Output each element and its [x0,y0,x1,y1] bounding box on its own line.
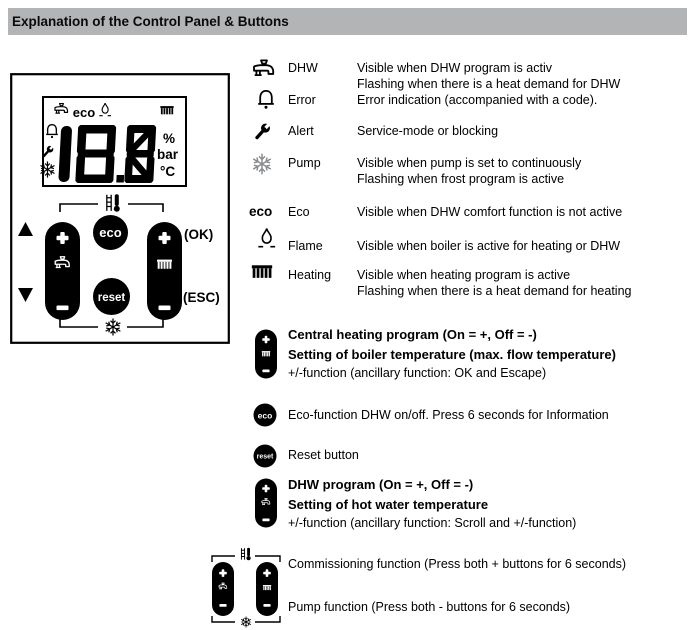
pump-bracket [211,616,281,623]
legend-desc-heating: Visible when heating program is active F… [357,268,632,298]
heating-pill-button [255,329,277,379]
legend-desc-flame: Visible when boiler is active for heatin… [357,239,621,253]
dhw-plus-button [56,232,69,244]
legend-label-error: Error [288,93,316,107]
dhw-button-pill [45,222,80,320]
heating-pill-explanation: Central heating program (On = +, Off = -… [288,327,616,380]
commissioning-explanation: Commissioning function (Press both + but… [288,557,627,571]
digit-8-all-segments [124,125,157,183]
legend-desc-pump: Visible when pump is set to continuously… [357,156,582,186]
digit-8 [75,125,117,183]
heating-button-pill [147,222,182,320]
legend-label-flame: Flame [288,239,323,253]
ok-label: (OK) [184,227,213,242]
reset-button-explanation: Reset button [288,448,359,462]
svg-text:eco: eco [258,410,273,420]
lcd-heating-radiator-icon [160,106,174,115]
heating-radiator-icon [262,585,272,591]
legend-label-eco: Eco [288,205,310,219]
commissioning-bracket [59,203,164,212]
legend-label-alert: Alert [288,124,314,138]
dhw-minus-button [56,305,69,311]
percent-unit: % [163,131,175,146]
decimal-point [116,175,125,183]
heating-plus-button [158,232,171,244]
lcd-value [58,125,157,183]
celsius-unit: °C [160,164,175,179]
heating-radiator-icon [157,259,172,269]
dhw-pill-button [255,478,277,528]
thermometer-ladder-icon [240,547,252,561]
svg-text:eco: eco [99,225,121,240]
up-arrow-icon [18,222,33,236]
both-buttons-figure [211,547,281,628]
pump-snowflake-icon [239,616,253,628]
legend-label-heating: Heating [288,268,332,282]
heating-button-pill [256,562,278,616]
dhw-tap-icon [251,58,277,84]
lcd-display: eco [38,96,187,187]
eco-button: eco [253,403,277,427]
legend-desc-eco: Visible when DHW comfort function is not… [357,205,623,219]
legend-label-pump: Pump [288,156,321,170]
eco-button: eco [93,215,128,250]
pump-snowflake-icon [250,152,274,176]
control-panel-figure: eco [10,73,230,344]
alert-wrench-icon [251,121,273,143]
bar-unit: bar [157,147,179,162]
lcd-eco-indicator: eco [73,105,95,120]
commissioning-bracket [211,555,281,562]
svg-text:reset: reset [257,454,274,461]
legend-desc-dhw: Visible when DHW program is activ Flashi… [357,61,621,91]
heating-radiator-icon [261,351,271,357]
esc-label: (ESC) [183,290,220,305]
eco-button-explanation: Eco-function DHW on/off. Press 6 seconds… [288,408,609,422]
reset-button: reset [93,278,130,315]
heating-radiator-icon [249,259,275,285]
eco-text-icon: eco [249,204,273,219]
error-bell-icon [254,88,278,112]
dhw-pill-explanation: DHW program (On = +, Off = -) Setting of… [288,477,577,530]
reset-button: reset [253,444,277,468]
legend-label-dhw: DHW [288,61,318,75]
svg-text:reset: reset [98,292,126,304]
down-arrow-icon [18,288,33,302]
legend-desc-error: Error indication (accompanied with a cod… [357,93,598,107]
heating-minus-button [158,305,171,311]
pump-bracket [59,318,164,328]
dhw-button-pill [212,562,234,616]
legend-desc-alert: Service-mode or blocking [357,124,499,138]
pump-function-explanation: Pump function (Press both - buttons for … [288,600,571,614]
flame-icon [255,227,278,250]
section-header: Explanation of the Control Panel & Butto… [8,8,687,35]
page-title: Explanation of the Control Panel & Butto… [12,14,289,29]
digit-1 [58,126,72,182]
